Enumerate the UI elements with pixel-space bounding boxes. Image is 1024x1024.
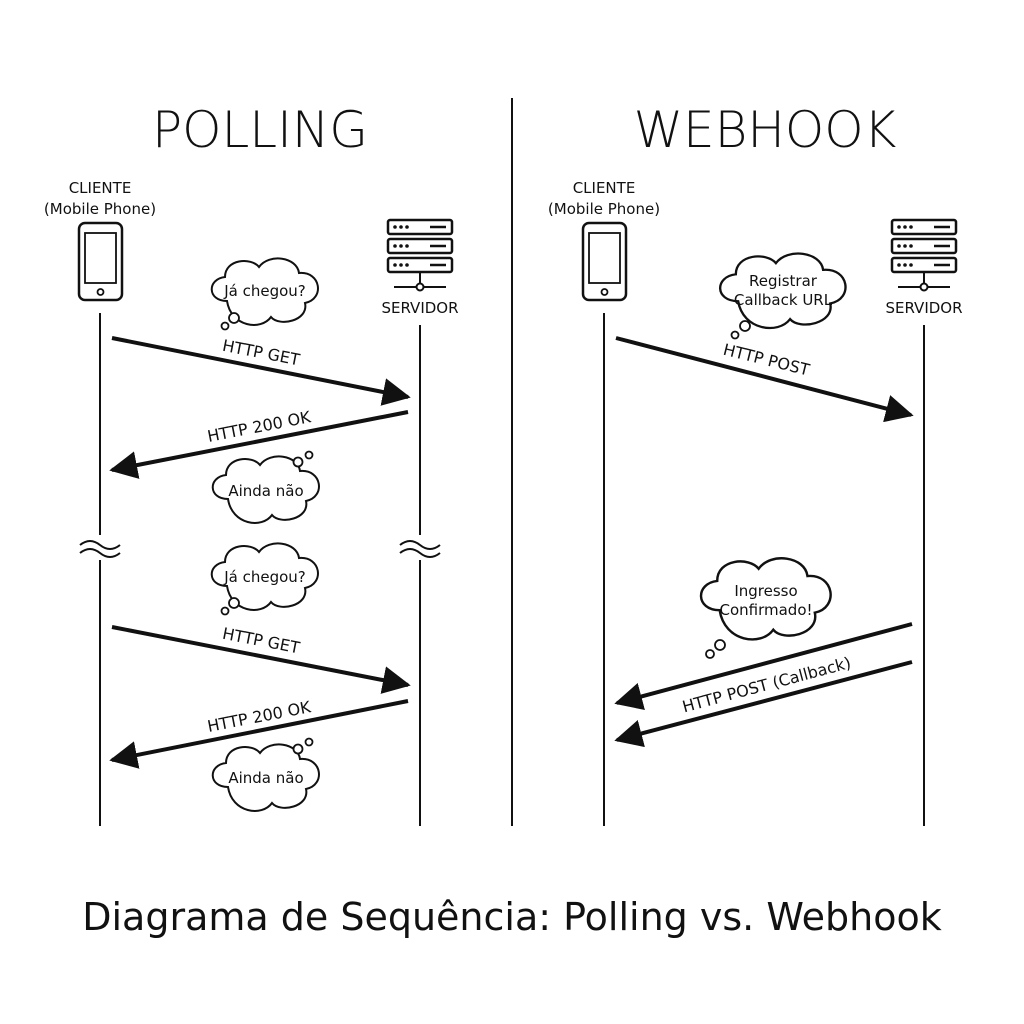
svg-text:Confirmado!: Confirmado! (719, 601, 812, 619)
server-icon (386, 218, 454, 292)
thought-bubble-confirm: Ingresso Confirmado! (699, 557, 832, 659)
svg-text:Já chegou?: Já chegou? (223, 282, 306, 300)
webhook-callback-arrow-1 (614, 622, 913, 711)
svg-text:Ainda não: Ainda não (228, 769, 303, 787)
webhook-request-arrow (615, 336, 914, 423)
polling-request-arrow-1 (111, 336, 411, 406)
webhook-client-label: CLIENTE (573, 179, 636, 197)
webhook-request-label: HTTP POST (721, 340, 811, 380)
thought-bubble-ask-2: Já chegou? (210, 542, 319, 616)
polling-server-label: SERVIDOR (381, 299, 458, 317)
polling-request-arrow-2 (111, 625, 411, 694)
svg-text:Registrar: Registrar (749, 272, 818, 290)
webhook-title: WEBHOOK (634, 101, 897, 159)
time-break-marker (79, 540, 441, 558)
polling-title: POLLING (152, 101, 368, 159)
svg-text:Ainda não: Ainda não (228, 482, 303, 500)
polling-panel: POLLING CLIENTE (Mobile Phone) SERVIDOR (44, 101, 459, 826)
diagram-caption: Diagrama de Sequência: Polling vs. Webho… (82, 895, 942, 939)
webhook-client-sublabel: (Mobile Phone) (548, 200, 660, 218)
mobile-phone-icon (77, 221, 124, 302)
svg-text:Já chegou?: Já chegou? (223, 568, 306, 586)
polling-client-label: CLIENTE (69, 179, 132, 197)
thought-bubble-register: Registrar Callback URL (718, 252, 847, 340)
polling-response-arrow-2 (109, 699, 409, 769)
thought-bubble-reply-2: Ainda não (211, 737, 320, 812)
webhook-callback-arrow-2 (614, 660, 913, 748)
svg-text:Ingresso: Ingresso (734, 582, 797, 600)
webhook-server-label: SERVIDOR (885, 299, 962, 317)
polling-response-arrow-1 (109, 410, 409, 479)
server-icon (890, 218, 958, 292)
thought-bubble-reply-1: Ainda não (211, 450, 320, 524)
webhook-panel: WEBHOOK CLIENTE (Mobile Phone) SERVIDOR (548, 101, 963, 826)
svg-text:Callback URL: Callback URL (734, 291, 833, 309)
mobile-phone-icon (581, 221, 628, 302)
thought-bubble-ask-1: Já chegou? (210, 257, 319, 331)
polling-request-label-1: HTTP GET (221, 336, 302, 370)
polling-client-sublabel: (Mobile Phone) (44, 200, 156, 218)
